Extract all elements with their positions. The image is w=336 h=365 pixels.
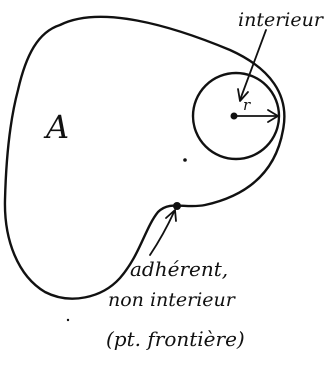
radius-arrowhead: [267, 109, 279, 123]
interior-pointer-line: [239, 29, 267, 101]
boundary-label-line2: non interieur: [108, 289, 237, 311]
boundary-pointer-line: [149, 211, 175, 256]
small-dot: [66, 318, 70, 322]
radius-label: r: [243, 96, 251, 114]
boundary-pointer-arrowhead: [165, 209, 177, 222]
interior-pointer-arrowhead: [237, 88, 249, 102]
stray-dot: [183, 158, 187, 162]
boundary-point: [173, 202, 181, 210]
boundary-label-line1: adhérent,: [130, 257, 228, 281]
set-label: A: [43, 108, 69, 146]
interior-ball: [191, 71, 281, 161]
interior-label: interieur: [238, 9, 325, 31]
ball-center-dot: [230, 112, 238, 120]
boundary-label-line3: (pt. frontière): [106, 327, 245, 351]
set-outline: [3, 15, 286, 300]
